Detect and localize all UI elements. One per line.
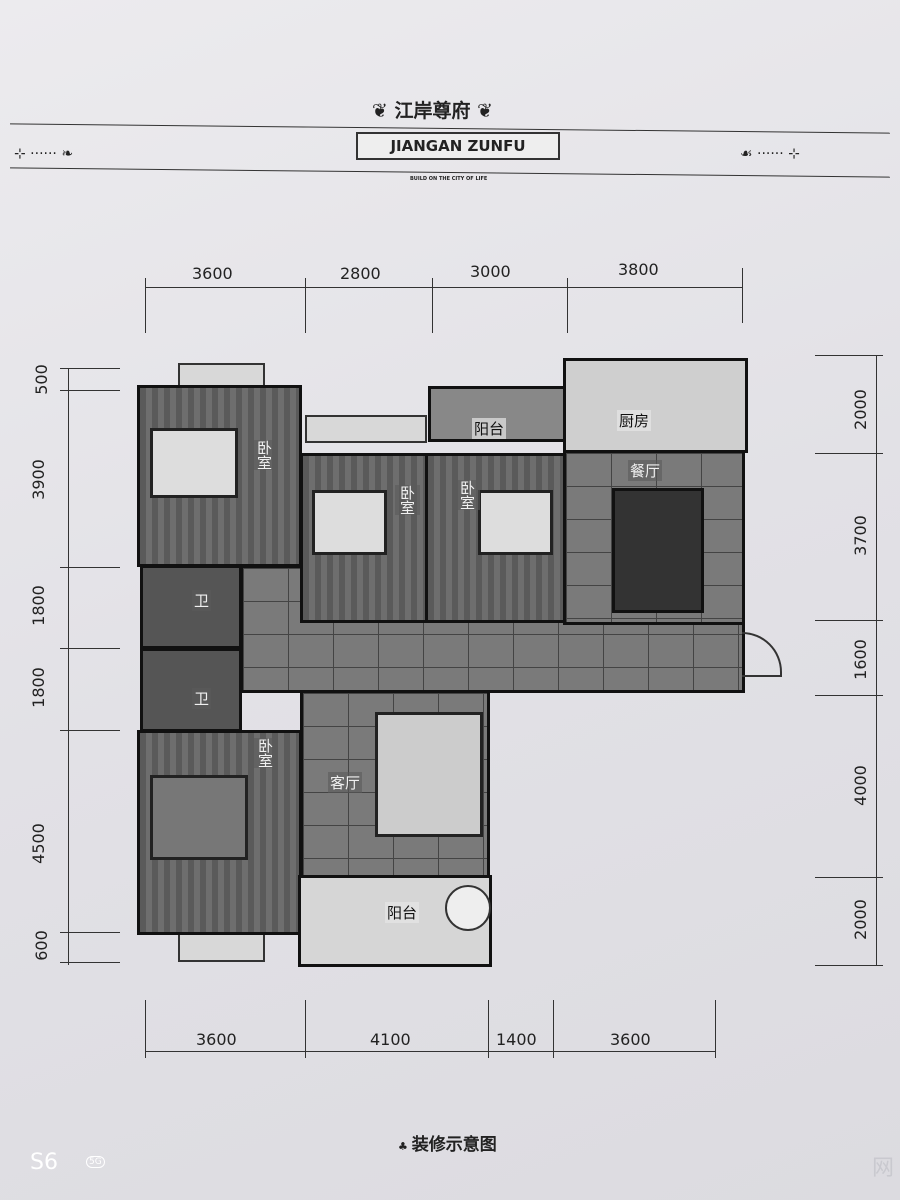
sofa-set-icon (375, 712, 483, 837)
room-label-kitchen: 厨房 (617, 410, 652, 431)
dim-tick (60, 932, 120, 933)
dim-line-bottom (145, 1051, 715, 1052)
camera-5g-badge: 5G (86, 1156, 105, 1168)
dim-right-5: 2000 (850, 899, 870, 940)
dim-top-3: 3000 (470, 262, 511, 281)
dim-tick (145, 1000, 146, 1058)
dim-bottom-3: 1400 (496, 1030, 537, 1049)
dim-top-4: 3800 (618, 260, 659, 279)
dim-tick (815, 453, 883, 454)
site-watermark: 网 (872, 1156, 895, 1181)
caption: ♣ 装修示意图 (398, 1130, 497, 1155)
dim-right-3: 1600 (850, 639, 870, 680)
dim-left-3: 1800 (28, 585, 48, 626)
dim-tick (432, 278, 433, 333)
dim-left-1: 500 (31, 364, 51, 395)
dim-tick (567, 278, 568, 333)
dim-tick (305, 1000, 306, 1058)
window (178, 932, 265, 962)
bed-icon (150, 428, 238, 498)
dim-tick (145, 278, 146, 333)
caption-text: 装修示意图 (411, 1135, 497, 1155)
dim-top-2: 2800 (340, 264, 381, 283)
dim-tick (742, 268, 743, 323)
dim-tick (715, 1000, 716, 1058)
bathroom-1 (140, 565, 242, 649)
dim-tick (305, 278, 306, 333)
leaf-ornament-icon: ❦ (372, 100, 395, 122)
dim-tick (60, 730, 120, 731)
brand-title-en: JIANGAN ZUNFU (356, 132, 560, 160)
room-label-living: 客厅 (328, 772, 363, 793)
dim-tick (815, 620, 883, 621)
dim-right-4: 4000 (850, 765, 870, 806)
room-label-balcony: 阳台 (472, 418, 507, 439)
dim-left-2: 3900 (28, 459, 48, 500)
room-label-dining: 餐厅 (628, 460, 663, 481)
leaf-icon: ♣ (398, 1140, 412, 1153)
dim-tick (60, 368, 120, 369)
bed-icon (478, 490, 553, 555)
dim-tick (60, 648, 120, 649)
dining-table-icon (612, 488, 704, 613)
dim-tick (815, 355, 883, 356)
title-cn-text: 江岸尊府 (394, 100, 471, 122)
dim-left-6: 600 (31, 930, 51, 961)
bed-icon (150, 775, 248, 860)
dim-tick (815, 695, 883, 696)
right-ornament-icon: ☙ ······ ⊹ (740, 146, 800, 162)
room-label-bath: 卫 (192, 688, 212, 709)
dim-tick (488, 1000, 489, 1058)
dim-top-1: 3600 (192, 264, 233, 283)
dim-line-top (145, 287, 742, 288)
room-label-bedroom: 卧室 (455, 480, 480, 510)
brand-title-cn: ❦ 江岸尊府 ❦ (372, 96, 493, 123)
kitchen (563, 358, 748, 453)
room-label-bedroom: 卧室 (253, 738, 278, 768)
dim-bottom-1: 3600 (196, 1030, 237, 1049)
dim-tick (815, 877, 883, 878)
dim-left-5: 4500 (28, 823, 48, 864)
dim-bottom-2: 4100 (370, 1030, 411, 1049)
door-swing-icon (742, 632, 782, 677)
window (305, 415, 427, 443)
dim-line-left (68, 368, 69, 965)
room-label-bedroom: 卧室 (252, 440, 277, 470)
dim-tick (60, 390, 120, 391)
dim-right-2: 3700 (850, 515, 870, 556)
room-label-bath: 卫 (192, 590, 212, 611)
dim-left-4: 1800 (28, 667, 48, 708)
dim-tick (553, 1000, 554, 1058)
room-label-bedroom: 卧室 (395, 485, 420, 515)
dim-bottom-4: 3600 (610, 1030, 651, 1049)
leaf-ornament-icon: ❦ (470, 100, 494, 122)
tagline: BUILD ON THE CITY OF LIFE (410, 176, 488, 182)
dim-tick (60, 962, 120, 963)
left-ornament-icon: ⊹ ······ ❧ (14, 146, 74, 162)
bed-icon (312, 490, 387, 555)
dim-right-1: 2000 (850, 389, 870, 430)
bathroom-2 (140, 648, 242, 732)
round-table-icon (445, 885, 491, 931)
camera-model: S6 (30, 1150, 58, 1175)
dim-tick (60, 567, 120, 568)
dim-tick (815, 965, 883, 966)
room-label-balcony: 阳台 (385, 902, 420, 923)
dim-line-right (876, 355, 877, 965)
